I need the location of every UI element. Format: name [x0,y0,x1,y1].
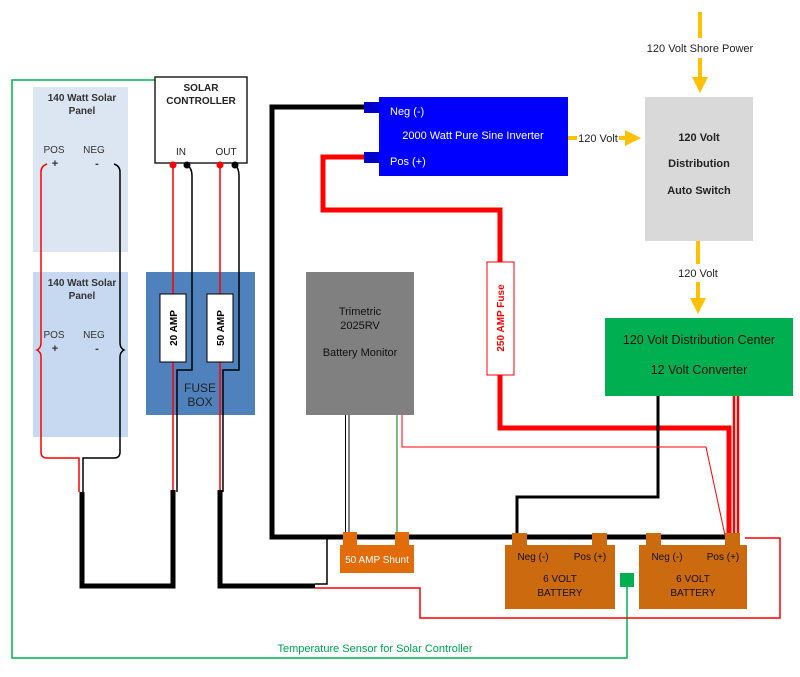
battery-label: 6 VOLT [543,574,577,585]
converter-label: 120 Volt Distribution Center [623,333,775,347]
inverter: Neg (-) 2000 Watt Pure Sine Inverter Pos… [364,97,568,176]
battery-pos-label: Pos (+) [707,552,740,563]
battery-label: 6 VOLT [676,574,710,585]
shunt-label: 50 AMP Shunt [345,555,409,566]
battery-neg-label: Neg (-) [517,552,548,563]
fuse-box-label: FUSE [184,381,216,395]
inverter-neg-terminal [364,102,380,113]
fuse-box-label: BOX [187,395,212,409]
panel-positive-wire [35,163,80,492]
temperature-sensor-wire [11,79,628,659]
monitor-power-wire [401,415,727,541]
controller-in-label: IN [176,147,186,158]
converter-label: 12 Volt Converter [651,363,748,377]
shore-power-label: 120 Volt Shore Power [647,43,754,55]
out-negative-terminal [231,161,239,169]
controller-out-label: OUT [215,147,236,158]
main-fuse-250-amp: 250 AMP Fuse [486,261,515,376]
switch-label: Distribution [668,158,730,170]
neg-label: NEG [83,330,105,341]
plus-sign: + [52,158,58,170]
panel-to-fuse-heavy-wire [79,490,176,589]
positive-return-wire [315,537,781,619]
minus-sign: - [95,158,99,170]
switch-output-label: 120 Volt [678,268,718,280]
distribution-center-converter: 120 Volt Distribution Center 12 Volt Con… [605,318,793,396]
minus-sign: - [95,343,99,355]
fuse-to-battery-heavy-wire [217,490,315,589]
solar-panel-1: 140 Watt Solar Panel POS NEG + - [33,87,128,252]
inverter-output-label: 120 Volt [578,133,618,145]
battery-1: Neg (-) Pos (+) 6 VOLT BATTERY [505,533,615,609]
in-positive-terminal [169,161,177,169]
out-positive-terminal [216,161,224,169]
solar-controller: SOLAR CONTROLLER IN OUT [154,76,248,169]
pos-label: POS [43,330,64,341]
solar-panel-2: 140 Watt Solar Panel POS NEG + - [33,272,128,437]
main-fuse-label: 250 AMP Fuse [496,284,507,352]
battery-neg-label: Neg (-) [651,552,682,563]
fuse-20-amp: 20 AMP [159,293,187,363]
controller-label: SOLAR [184,83,220,94]
temperature-sensor [620,573,634,587]
monitor-label: Battery Monitor [323,347,398,359]
converter-negative-wire [515,396,660,537]
shunt: 50 AMP Shunt [340,532,414,573]
battery-label: BATTERY [537,588,583,599]
fuse-label: 20 AMP [169,310,180,346]
inverter-positive-cable [320,154,732,540]
battery-pos-label: Pos (+) [574,552,607,563]
inverter-title: 2000 Watt Pure Sine Inverter [402,130,544,142]
panel-title: Panel [69,106,96,117]
battery-monitor: Trimetric 2025RV Battery Monitor [306,272,414,415]
temperature-sensor-label: Temperature Sensor for Solar Controller [277,643,472,655]
panel-negative-wire [82,163,126,492]
pos-label: POS [43,145,64,156]
battery-label: BATTERY [670,588,716,599]
fuse-50-amp: 50 AMP [206,293,234,363]
panel-title: 140 Watt Solar [48,278,117,289]
switch-label: 120 Volt [678,132,720,144]
neg-label: NEG [83,145,105,156]
inverter-neg-label: Neg (-) [390,106,424,118]
main-negative-bus [269,104,735,540]
inverter-pos-label: Pos (+) [390,156,426,168]
distribution-auto-switch: 120 Volt Distribution Auto Switch [645,97,753,241]
monitor-label: 2025RV [340,320,380,332]
monitor-label: Trimetric [339,306,382,318]
panel-title: 140 Watt Solar [48,93,117,104]
plus-sign: + [52,343,58,355]
inverter-pos-terminal [364,152,380,163]
fuse-label: 50 AMP [216,310,227,346]
panel-title: Panel [69,291,96,302]
controller-label: CONTROLLER [166,96,236,107]
battery-2: Neg (-) Pos (+) 6 VOLT BATTERY [639,533,747,609]
in-negative-terminal [183,161,191,169]
switch-label: Auto Switch [667,185,731,197]
negative-jumper-wire [315,537,328,585]
